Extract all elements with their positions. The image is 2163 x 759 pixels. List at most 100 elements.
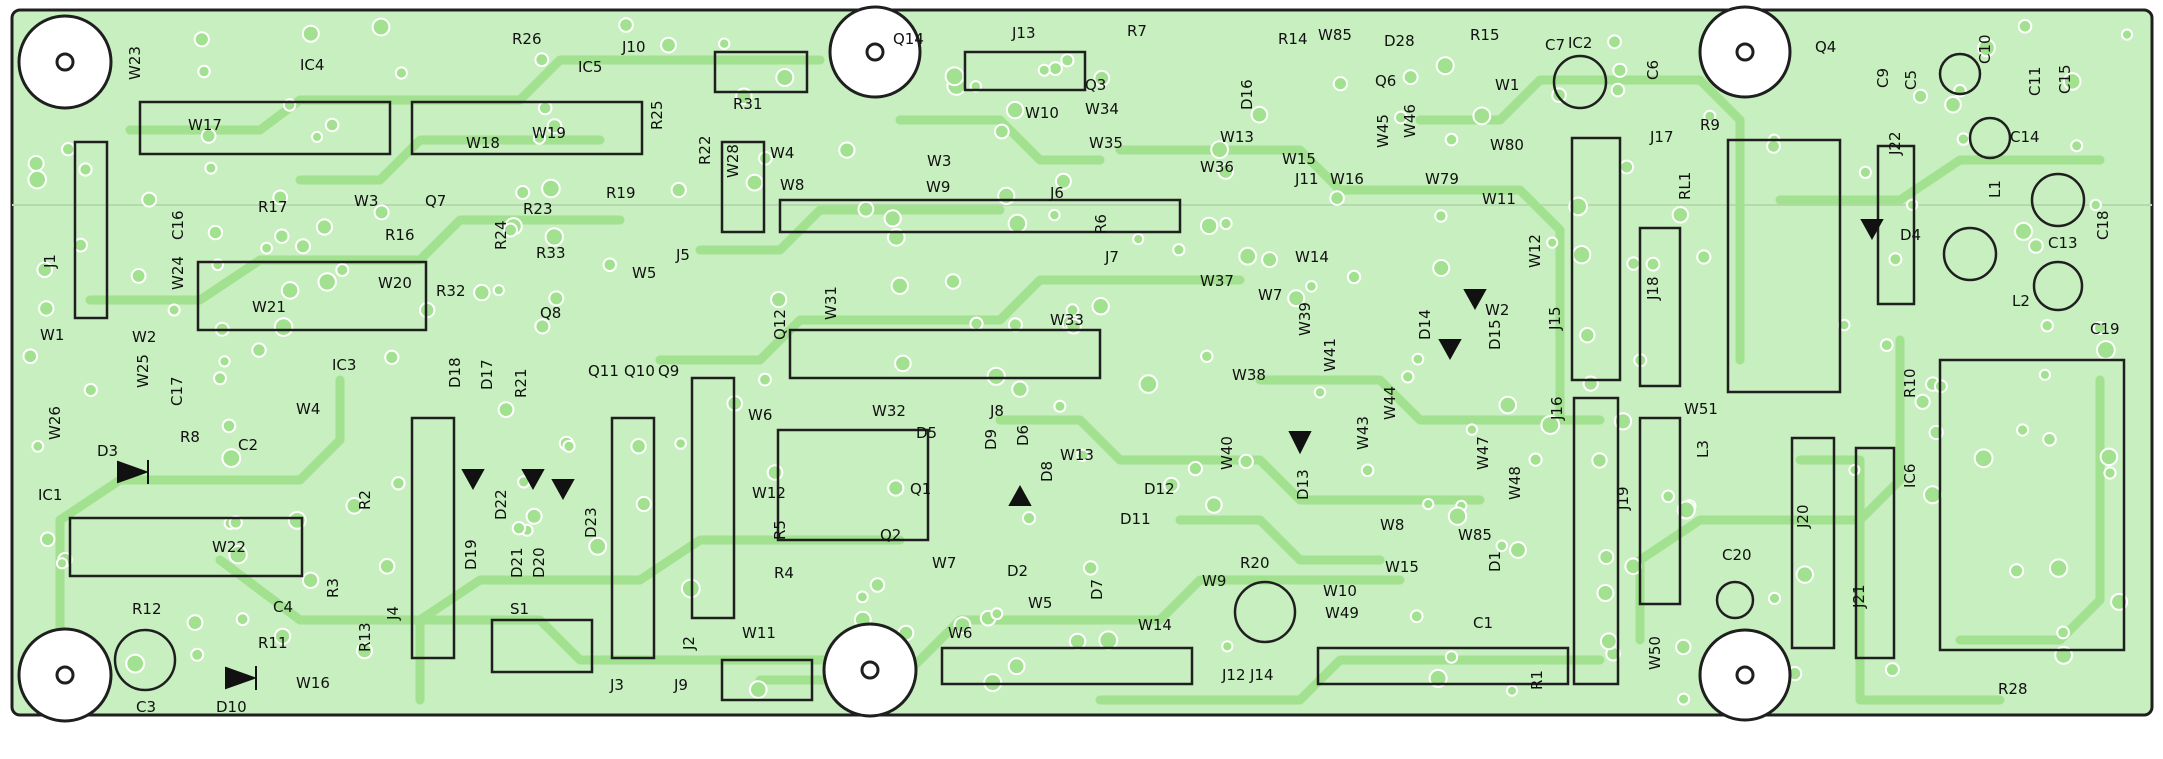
solder-pad — [1509, 541, 1527, 559]
solder-pad — [618, 17, 634, 33]
silkscreen-label-d2: D2 — [1007, 562, 1028, 580]
solder-pad — [1221, 640, 1234, 653]
solder-pad — [1599, 632, 1618, 651]
silkscreen-label-r20: R20 — [1240, 554, 1270, 572]
solder-pad — [749, 680, 768, 699]
solder-pad — [2028, 238, 2044, 254]
solder-pad — [295, 238, 311, 255]
mounting-hole — [1698, 628, 1792, 722]
silkscreen-label-r25: R25 — [648, 100, 666, 130]
solder-pad — [1065, 303, 1080, 318]
solder-pad — [1082, 560, 1099, 576]
solder-pad — [272, 189, 289, 206]
silkscreen-label-q1: Q1 — [910, 480, 931, 498]
ic6-outline — [1938, 358, 2126, 652]
solder-pad — [1579, 327, 1596, 344]
solder-pad — [1287, 289, 1306, 308]
solder-pad — [2062, 72, 2082, 91]
silkscreen-label-q6: Q6 — [1375, 72, 1396, 90]
silkscreen-label-w31: W31 — [822, 286, 840, 320]
silkscreen-label-j15: J15 — [1546, 306, 1564, 331]
ic1-outline — [68, 516, 304, 578]
silkscreen-label-c15: C15 — [2056, 64, 2074, 94]
silkscreen-label-w33: W33 — [1050, 311, 1084, 329]
solder-pad — [1428, 668, 1448, 688]
solder-pad — [758, 372, 772, 387]
silkscreen-label-w48: W48 — [1506, 466, 1524, 500]
silkscreen-label-w2a: W2 — [132, 328, 156, 346]
silkscreen-label-d7: D7 — [1088, 579, 1106, 600]
solder-pad — [775, 68, 795, 87]
silkscreen-label-w85b: W85 — [1458, 526, 1492, 544]
solder-pad — [1091, 297, 1110, 316]
silkscreen-label-d20: D20 — [530, 547, 548, 578]
diode-d13-symbol — [1288, 431, 1312, 455]
silkscreen-label-r9: R9 — [1700, 116, 1720, 134]
silkscreen-label-q4: Q4 — [1815, 38, 1836, 56]
silkscreen-label-w6a: W6 — [748, 406, 772, 424]
silkscreen-label-d18: D18 — [446, 357, 464, 388]
capacitor-c10 — [1938, 52, 1982, 96]
silkscreen-label-rl1: RL1 — [1676, 172, 1694, 200]
solder-pad — [993, 123, 1010, 140]
silkscreen-label-d9: D9 — [982, 429, 1000, 450]
silkscreen-label-j13: J13 — [1011, 24, 1036, 42]
silkscreen-label-s1: S1 — [510, 600, 529, 618]
solder-pad — [983, 673, 1003, 693]
solder-pad — [31, 439, 45, 453]
silkscreen-label-w43: W43 — [1354, 416, 1372, 450]
silkscreen-label-j14: J14 — [1249, 666, 1274, 684]
silkscreen-label-c11: C11 — [2026, 66, 2044, 96]
silkscreen-label-r3: R3 — [324, 578, 342, 598]
solder-pad — [548, 290, 565, 307]
solder-pad — [1766, 138, 1781, 154]
mounting-hole — [17, 14, 113, 110]
solder-pad — [1432, 259, 1451, 277]
solder-pad — [473, 283, 491, 302]
solder-pad — [1401, 370, 1415, 384]
silkscreen-label-w4a: W4 — [770, 144, 794, 162]
silkscreen-label-c18: C18 — [2094, 210, 2112, 240]
solder-pad — [197, 64, 211, 79]
silkscreen-label-j3: J3 — [609, 676, 624, 694]
silkscreen-label-c14: C14 — [2010, 128, 2040, 146]
diode-d15-symbol — [1463, 289, 1487, 311]
silkscreen-label-j6: J6 — [1049, 184, 1064, 202]
silkscreen-label-j12: J12 — [1221, 666, 1246, 684]
j15-outline — [1570, 136, 1622, 382]
j16-outline — [1572, 396, 1620, 686]
solder-pad — [1540, 415, 1561, 435]
silkscreen-label-c3: C3 — [136, 698, 156, 716]
silkscreen-label-w19: W19 — [532, 124, 566, 142]
solder-pad — [990, 607, 1004, 621]
solder-pad — [1626, 256, 1641, 271]
solder-pad — [1598, 549, 1615, 565]
silkscreen-label-r14: R14 — [1278, 30, 1308, 48]
solder-pad — [1163, 476, 1180, 494]
silkscreen-label-q7: Q7 — [425, 192, 446, 210]
solder-pad — [856, 590, 869, 604]
j5-outline — [720, 140, 766, 234]
silkscreen-label-r32: R32 — [436, 282, 466, 300]
solder-pad — [2092, 321, 2107, 335]
silkscreen-label-c19: C19 — [2090, 320, 2120, 338]
solder-pad — [228, 515, 243, 530]
silkscreen-label-r28: R28 — [1998, 680, 2028, 698]
solder-pad — [1472, 106, 1492, 126]
solder-pad — [1011, 380, 1029, 398]
solder-pad — [2017, 19, 2033, 34]
silkscreen-label-l3: L3 — [1694, 440, 1712, 458]
silkscreen-label-d6: D6 — [1014, 425, 1032, 446]
solder-pad — [1767, 591, 1782, 606]
solder-pad — [1848, 464, 1861, 476]
solder-pad — [36, 261, 54, 279]
silkscreen-label-w38: W38 — [1232, 366, 1266, 384]
silkscreen-label-w44: W44 — [1381, 386, 1399, 420]
solder-pad — [492, 284, 505, 297]
solder-pad — [60, 142, 76, 157]
silkscreen-label-w35: W35 — [1089, 134, 1123, 152]
solder-pad — [1199, 216, 1219, 236]
solder-pad — [1402, 69, 1419, 86]
solder-pad — [1944, 95, 1962, 114]
solder-pad — [1977, 38, 1996, 58]
